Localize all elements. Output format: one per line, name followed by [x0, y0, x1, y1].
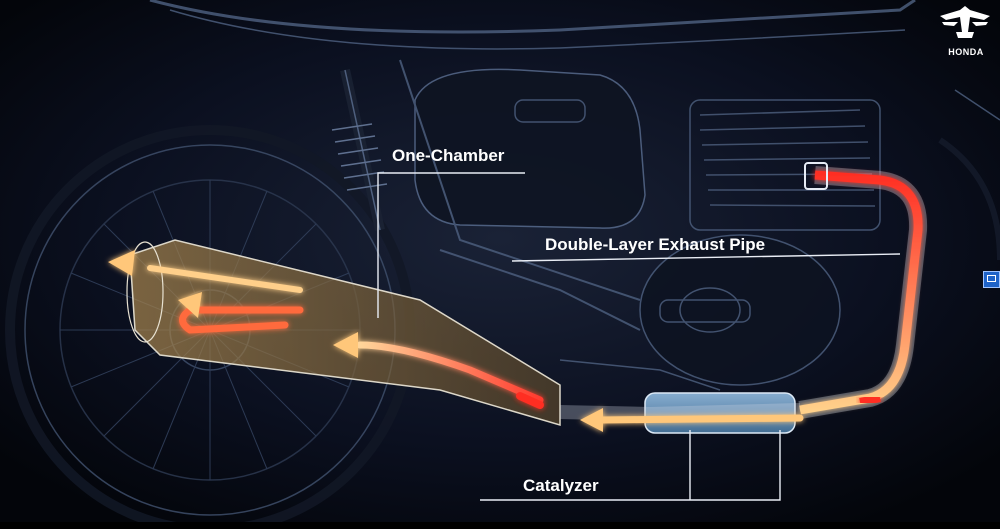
muffler-body — [129, 239, 561, 426]
honda-wing-icon — [940, 6, 990, 38]
catalyzer-body — [644, 392, 796, 434]
caption-strip — [0, 522, 1000, 529]
muffler-end-cap — [126, 241, 164, 343]
catalyzer-leader — [480, 430, 781, 501]
double-layer-leader — [511, 253, 901, 262]
one-chamber-leader — [377, 172, 525, 318]
exhaust-assembly — [108, 162, 928, 434]
gas-flow-arrows — [108, 250, 804, 432]
brand-logo-text: HONDA — [948, 47, 984, 57]
double-layer-exhaust-pipe-label: Double-Layer Exhaust Pipe — [545, 235, 766, 254]
exhaust-port-flange — [804, 162, 828, 190]
window-restore-icon[interactable] — [983, 271, 1000, 288]
callout-lines — [377, 172, 901, 501]
link-pipe — [559, 403, 801, 422]
one-chamber-label: One-Chamber — [392, 146, 505, 165]
catalyzer-label: Catalyzer — [523, 476, 599, 495]
